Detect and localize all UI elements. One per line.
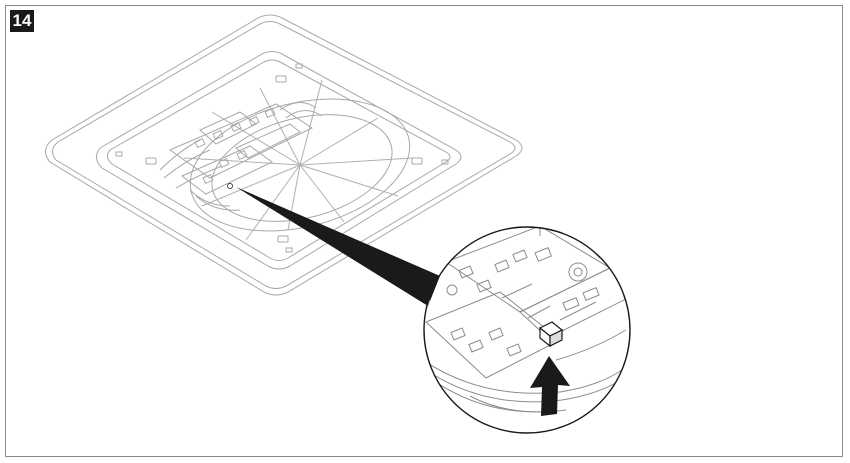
detail-lens-circle (423, 226, 631, 434)
ceiling-unit-overview (45, 14, 523, 296)
connector-plug (538, 321, 564, 348)
magnifier-pointer (236, 187, 440, 306)
detail-magnified-view (424, 227, 630, 413)
step-number-badge: 14 (10, 10, 34, 32)
illustration-frame (5, 5, 843, 457)
arrow-up-icon (530, 356, 570, 416)
